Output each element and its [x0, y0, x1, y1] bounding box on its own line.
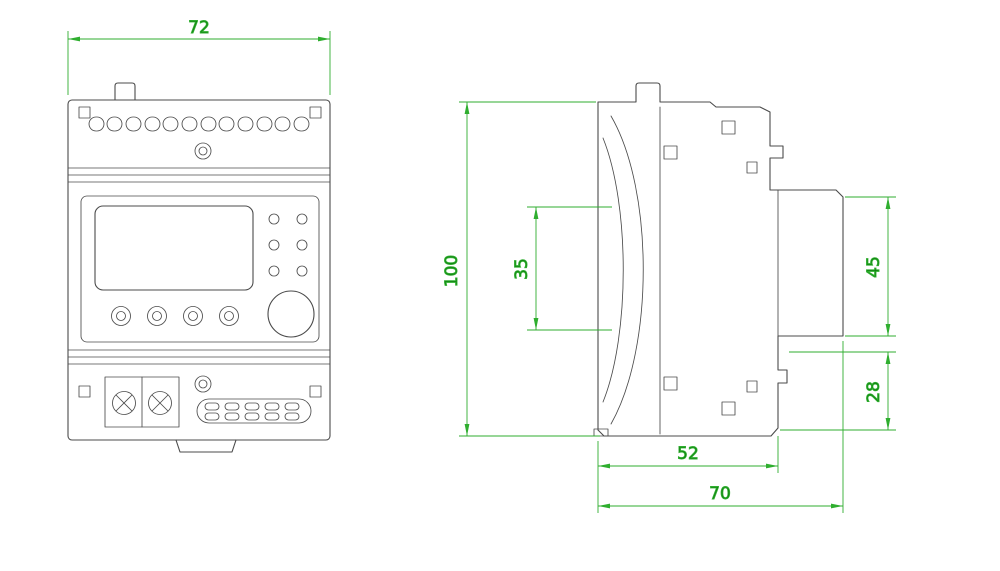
led-indicator — [268, 239, 280, 251]
dim-rear-lower-label: 28 — [864, 381, 884, 403]
latch-feature — [721, 120, 736, 135]
terminal-mark — [309, 385, 322, 398]
front-view — [67, 82, 331, 453]
side-view — [593, 82, 844, 437]
dim-body-depth-label: 52 — [677, 444, 699, 464]
latch-feature — [746, 380, 758, 393]
front-body-outline — [67, 99, 331, 441]
vent-slot-row — [88, 116, 310, 132]
dimension-rear-upper: 45 — [845, 196, 896, 337]
screw-bottom — [194, 375, 212, 393]
top-section-dividers — [67, 167, 331, 183]
side-body-outline — [597, 82, 844, 437]
panel-button — [183, 306, 203, 326]
button-row — [111, 306, 239, 326]
dimension-overall-height: 100 — [442, 101, 600, 437]
terminal-screw — [148, 391, 172, 415]
vent-slot — [237, 116, 254, 132]
connector-slot — [244, 402, 260, 411]
connector-slot — [204, 412, 220, 421]
latch-features — [663, 120, 758, 416]
bottom-foot — [593, 428, 609, 437]
dimension-front-width: 72 — [67, 18, 331, 95]
connector-slot — [204, 402, 220, 411]
dimension-rear-lower: 28 — [780, 351, 896, 431]
dimension-overall-depth: 70 — [598, 341, 844, 513]
latch-feature — [663, 376, 678, 391]
led-indicator — [296, 239, 308, 251]
dim-overall-depth-label: 70 — [709, 484, 731, 504]
vent-slot — [274, 116, 291, 132]
large-round-button — [267, 290, 315, 338]
dimension-body-depth: 52 — [597, 436, 779, 513]
panel-button — [219, 306, 239, 326]
vent-slot — [256, 116, 273, 132]
vent-slot — [293, 116, 310, 132]
connector-slot — [244, 412, 260, 421]
connector-slot — [264, 412, 280, 421]
dim-overall-height-label: 100 — [442, 255, 462, 287]
latch-feature — [663, 145, 678, 160]
led-indicator-grid — [268, 213, 308, 277]
vent-slot — [106, 116, 123, 132]
bottom-connector-slots — [196, 398, 312, 424]
terminal-mark — [78, 106, 91, 119]
connector-slot — [224, 412, 240, 421]
lcd-display — [94, 205, 254, 291]
connector-slot — [284, 412, 300, 421]
panel-button — [147, 306, 167, 326]
bottom-tab — [175, 439, 237, 453]
terminal-mark — [78, 385, 91, 398]
terminal-mark — [309, 106, 322, 119]
bezel-curves — [602, 115, 644, 425]
vent-slot — [125, 116, 142, 132]
panel-button-center — [116, 311, 126, 321]
bottom-section-dividers — [67, 349, 331, 365]
led-indicator — [268, 265, 280, 277]
dim-rail-recess-label: 35 — [512, 258, 532, 280]
vent-slot — [162, 116, 179, 132]
vent-slot — [144, 116, 161, 132]
panel-button-center — [188, 311, 198, 321]
vent-slot — [200, 116, 217, 132]
corner-terminal-marks — [78, 106, 322, 398]
dim-front-width-label: 72 — [188, 18, 210, 38]
dimension-rail-recess: 35 — [512, 206, 612, 331]
latch-feature — [721, 401, 736, 416]
led-indicator — [296, 213, 308, 225]
dim-rear-upper-label: 45 — [864, 256, 884, 278]
connector-slot — [284, 402, 300, 411]
connector-slot — [264, 402, 280, 411]
dimension-annotations: 72 100 35 45 28 — [67, 18, 896, 513]
din-clip-top — [114, 82, 136, 101]
led-indicator — [268, 213, 280, 225]
latch-feature — [746, 161, 758, 174]
vent-slot — [88, 116, 105, 132]
terminal-screw — [112, 391, 136, 415]
screw-top — [194, 142, 212, 160]
face-panel — [80, 195, 320, 343]
vent-slot — [218, 116, 235, 132]
led-indicator — [296, 265, 308, 277]
panel-button-center — [224, 311, 234, 321]
panel-button-center — [152, 311, 162, 321]
terminal-block — [104, 376, 180, 428]
connector-slot — [224, 402, 240, 411]
panel-button — [111, 306, 131, 326]
vent-slot — [181, 116, 198, 132]
